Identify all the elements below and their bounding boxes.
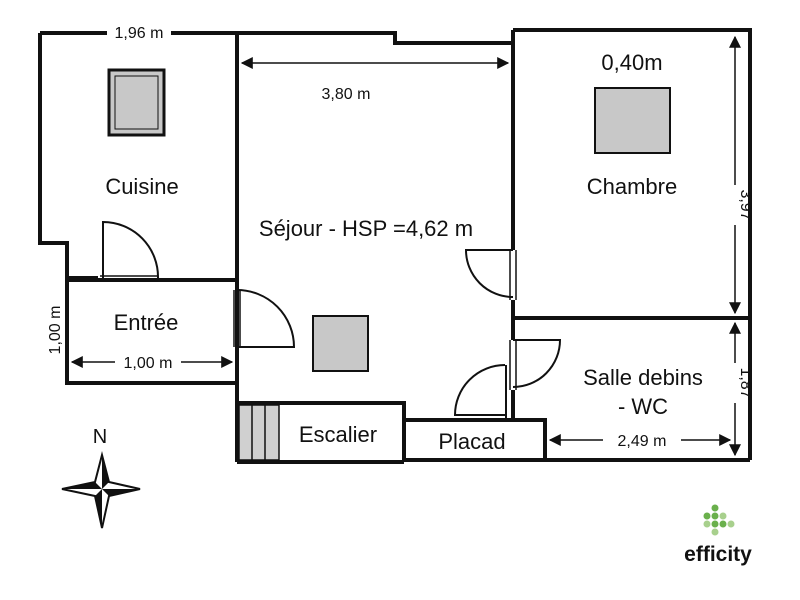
room-label-escalier: Escalier: [299, 422, 377, 447]
door-frames: [100, 250, 517, 390]
dim-label-sejour-width: 3,80 m: [322, 86, 371, 103]
room-label-cuisine: Cuisine: [105, 174, 178, 199]
door-salle: [512, 339, 562, 388]
door-chambre: [464, 249, 514, 298]
room-label-salle-line2: - WC: [618, 394, 668, 419]
dim-label-salle-width: 2,49 m: [618, 433, 667, 450]
furniture: [107, 68, 671, 372]
room-label-chambre: Chambre: [587, 174, 677, 199]
entree-walls: [65, 278, 237, 385]
dim-label-entree-width: 1,00 m: [124, 355, 173, 372]
efficity-logo: efficity: [684, 504, 752, 566]
dim-label-cuisine-width-group: 1,96 m: [107, 22, 171, 42]
efficity-logo-text: efficity: [684, 543, 752, 566]
sejour-top-wall: [237, 31, 513, 45]
room-label-sejour: Séjour - HSP =4,62 m: [259, 216, 473, 241]
compass-north-label: N: [93, 426, 107, 448]
cuisine-table: [107, 68, 166, 137]
dim-label-entree-height: 1,00 m: [47, 306, 64, 355]
room-label-salle-line1: Salle debins: [583, 365, 703, 390]
door-entree: [236, 289, 296, 348]
dim-label-chambre-height-group: 3,97: [726, 185, 754, 225]
dimension-lines: [70, 35, 741, 457]
dim-label-chambre-height: 3,97: [737, 189, 754, 220]
room-label-entree: Entrée: [114, 310, 179, 335]
door-cuisine: [102, 220, 160, 279]
chambre-bed: [594, 87, 671, 154]
room-label-placard: Placad: [438, 429, 505, 454]
dim-label-entree-width-group: 1,00 m: [115, 352, 181, 372]
dim-label-cuisine-width: 1,96 m: [115, 25, 164, 42]
dim-label-salle-width-group: 2,49 m: [603, 430, 681, 450]
efficity-dots-icon: [703, 504, 735, 536]
door-sejour-bottom: [453, 364, 506, 416]
compass-rose: N: [61, 426, 141, 529]
sejour-table: [312, 315, 369, 372]
walls: [38, 28, 752, 464]
doors: [102, 220, 562, 420]
staircase: [238, 404, 280, 461]
dim-label-salle-height-group: 1,87: [726, 363, 754, 403]
dim-label-chambre-top: 0,40m: [601, 50, 662, 75]
dim-label-salle-height: 1,87: [737, 367, 754, 398]
bottom-walls: [237, 401, 547, 464]
